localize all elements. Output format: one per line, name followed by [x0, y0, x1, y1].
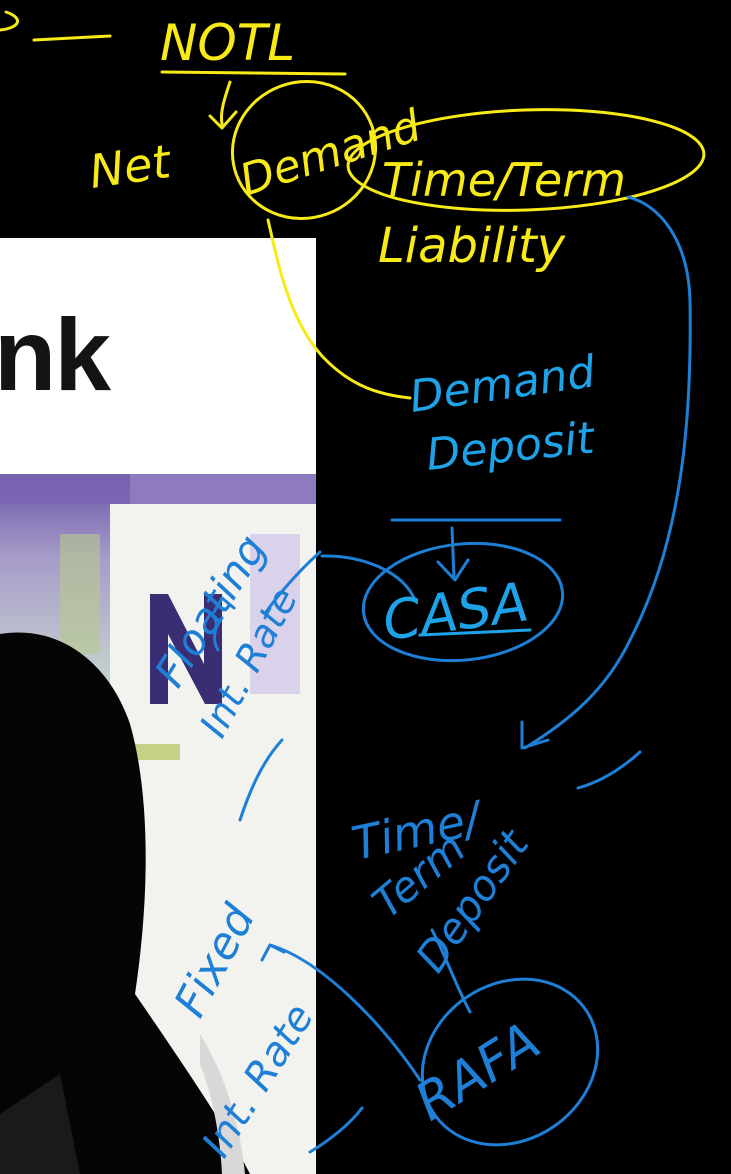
annotation-demand-deposit-line1: Demand [406, 346, 599, 423]
brand-text-fragment: nk [0, 298, 111, 412]
annotation-rafa: RAFA [405, 1011, 551, 1133]
annotation-time-deposit-line1: Time/ [347, 790, 489, 871]
annotation-time-term: Time/Term [382, 153, 626, 207]
photo-scene [0, 474, 316, 1174]
cyan-ink-strokes [418, 628, 532, 637]
annotation-notl: NOTL [160, 14, 295, 72]
background-photo: nk [0, 238, 316, 1174]
annotation-net: Net [86, 134, 175, 199]
annotation-demand: Demand [234, 100, 428, 206]
annotation-casa: CASA [379, 570, 532, 653]
annotation-time-deposit-line3: Deposit [406, 820, 539, 981]
annotation-demand-deposit-line2: Deposit [424, 412, 598, 480]
annotation-time-deposit-line2: Term [363, 823, 475, 928]
annotation-liability: Liability [378, 218, 566, 274]
